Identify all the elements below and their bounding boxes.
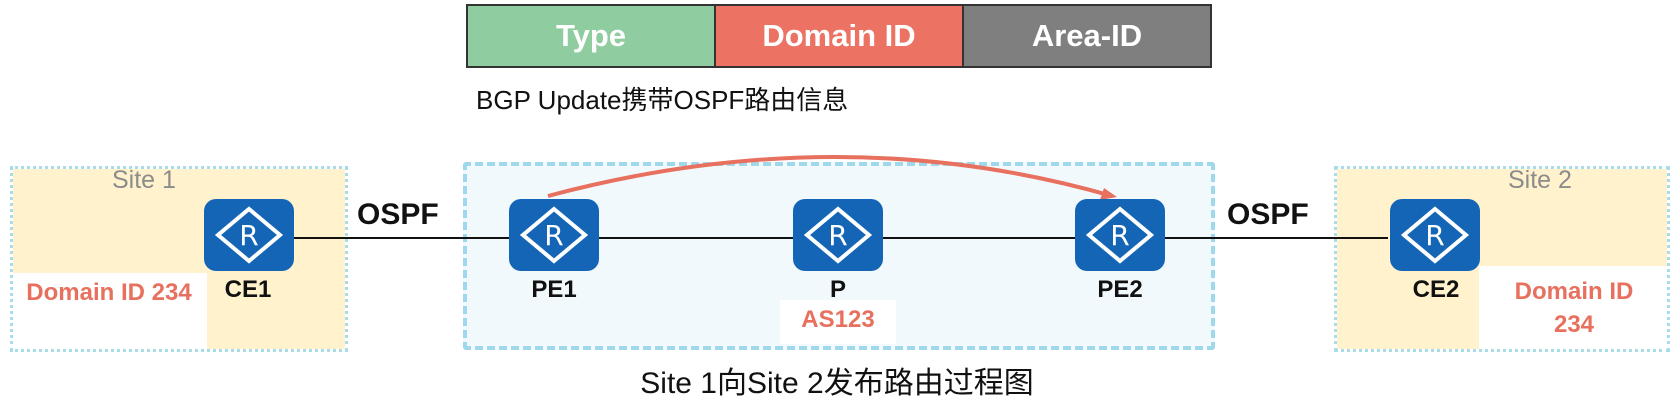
svg-text:R: R [828, 219, 847, 252]
link-pe2-ce2 [1164, 237, 1388, 239]
router-icon: R [519, 206, 589, 264]
figure-caption: Site 1向Site 2发布路由过程图 [640, 367, 1034, 400]
link-ce1-pe1 [290, 237, 510, 239]
router-icon: R [1085, 206, 1155, 264]
router-icon: R [1400, 206, 1470, 264]
router-ce1: R [204, 199, 294, 271]
site-2-label: Site 2 [1508, 166, 1572, 194]
as-label: AS123 [801, 306, 875, 333]
site-2-domain-id-line1: Domain ID [1514, 278, 1634, 305]
router-p: R [793, 199, 883, 271]
ospf-label-right: OSPF [1227, 198, 1309, 231]
link-pe1-p [598, 237, 794, 239]
bgp-update-caption: BGP Update携带OSPF路由信息 [476, 85, 849, 115]
site-2-domain-id-line2: 234 [1553, 311, 1595, 338]
field-type: Type [466, 4, 716, 68]
svg-text:R: R [239, 219, 258, 252]
router-label-pe2: PE2 [1097, 276, 1143, 303]
field-area-id: Area-ID [962, 4, 1212, 68]
router-label-ce1: CE1 [224, 276, 272, 303]
link-p-pe2 [882, 237, 1076, 239]
svg-text:R: R [1110, 219, 1129, 252]
site-1-domain-id: Domain ID 234 [26, 279, 192, 306]
field-domain-id: Domain ID [714, 4, 964, 68]
ospf-label-left: OSPF [357, 198, 439, 231]
router-icon: R [803, 206, 873, 264]
router-ce2: R [1390, 199, 1480, 271]
router-pe2: R [1075, 199, 1165, 271]
router-label-ce2: CE2 [1412, 276, 1460, 303]
router-icon: R [214, 206, 284, 264]
router-label-p: P [829, 276, 846, 303]
router-pe1: R [509, 199, 599, 271]
as-label-background [780, 300, 896, 344]
router-label-pe1: PE1 [531, 276, 577, 303]
svg-text:R: R [544, 219, 563, 252]
svg-text:R: R [1425, 219, 1444, 252]
site-1-label: Site 1 [112, 166, 176, 194]
